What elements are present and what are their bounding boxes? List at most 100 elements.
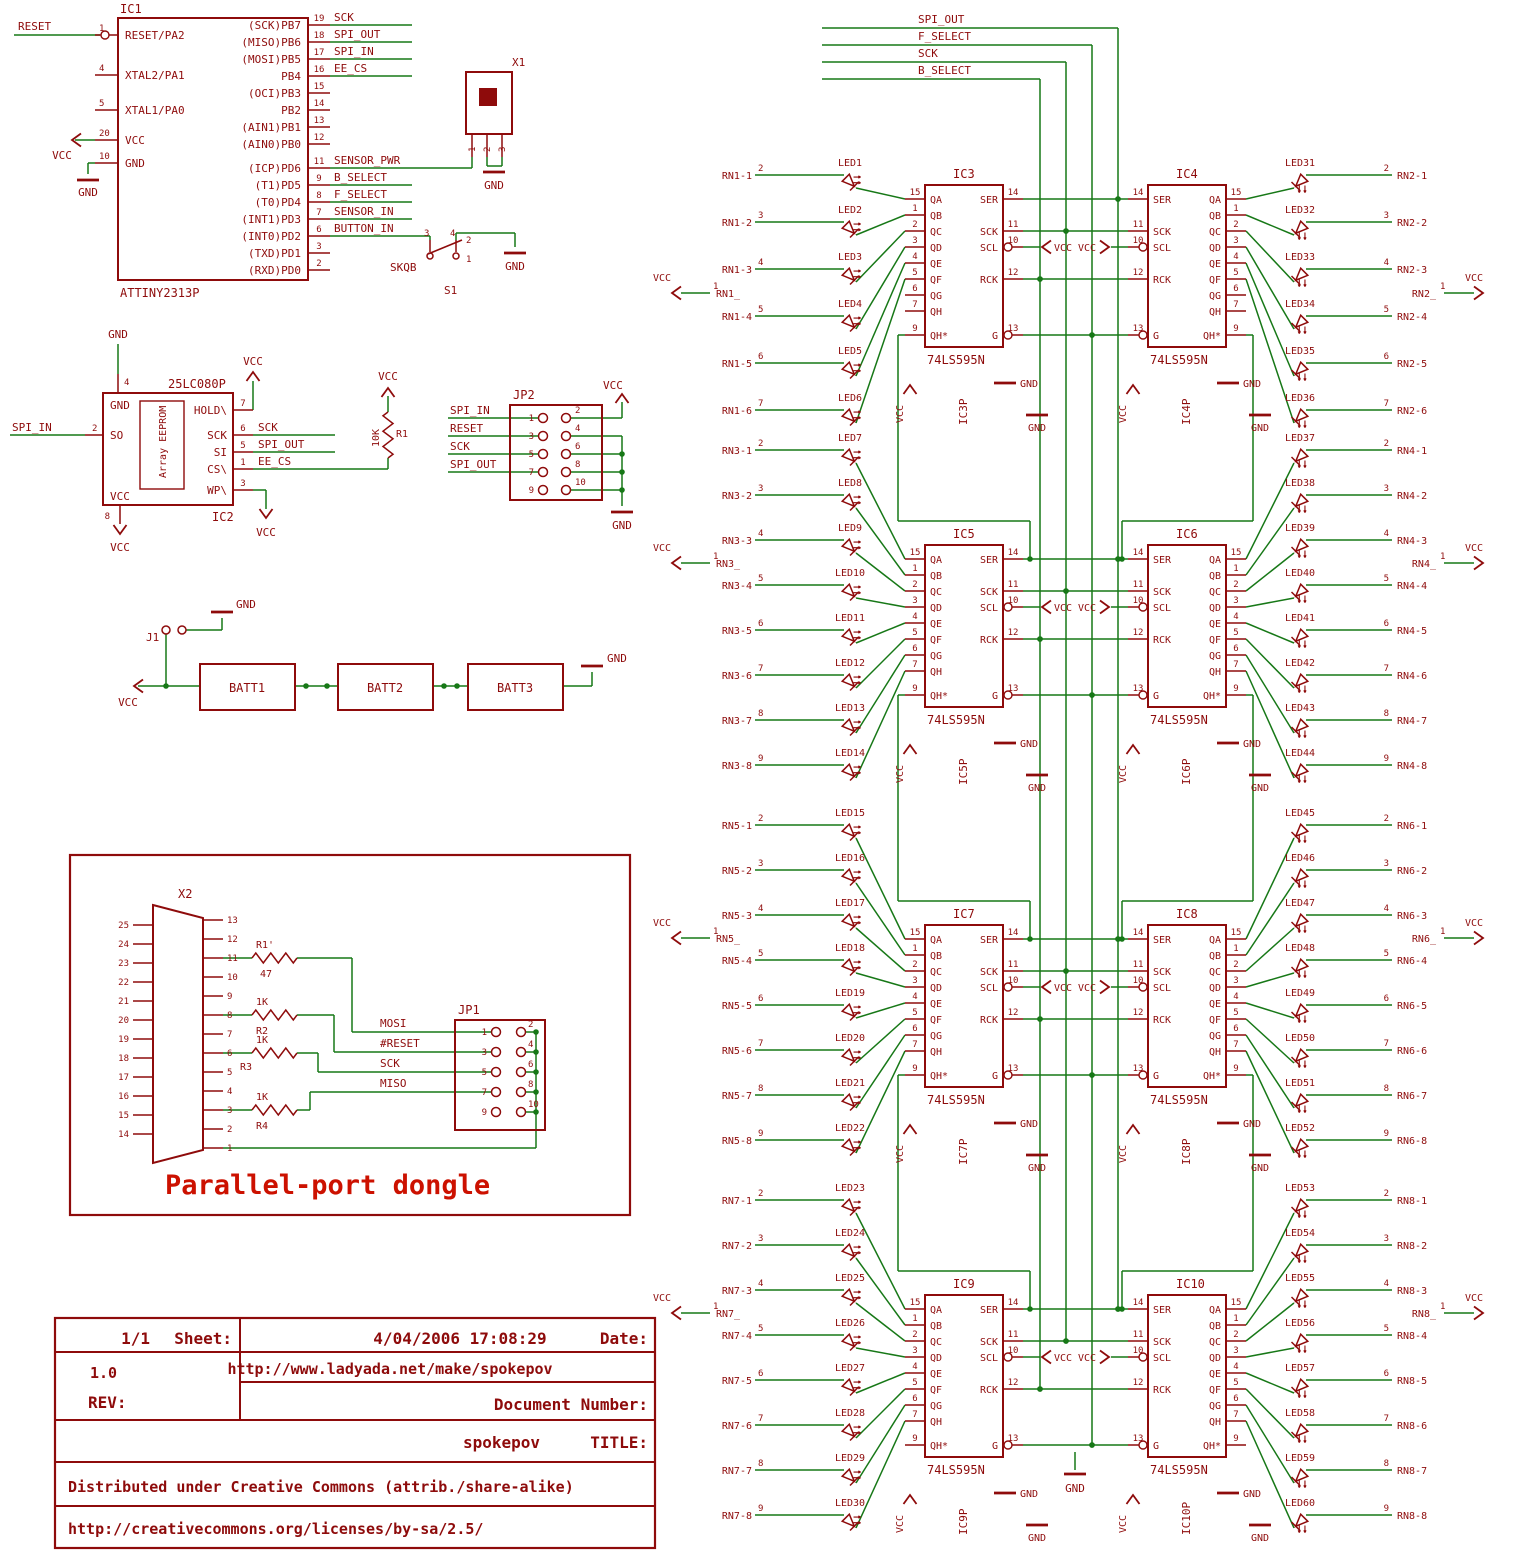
led-symbol	[840, 1137, 861, 1157]
pin-number: 6	[240, 424, 245, 434]
net-label: RN6-4	[1397, 956, 1427, 967]
pin-name: QF	[1209, 1385, 1221, 1396]
pin-name: G	[992, 1071, 998, 1082]
license-line1: Distributed under Creative Commons (attr…	[68, 1478, 574, 1496]
chip-ref: IC5	[953, 527, 975, 541]
pin-name: QD	[930, 1353, 942, 1364]
pin-number: 9	[482, 1108, 487, 1118]
pin-name: QA	[1209, 555, 1221, 566]
net-label: SENSOR_IN	[334, 205, 394, 218]
pin-name: SER	[980, 1305, 999, 1316]
pin-number: 14	[1133, 1298, 1144, 1308]
pin-number: 4	[575, 424, 580, 434]
vcc-label: VCC	[1078, 1353, 1096, 1364]
led-ref: LED11	[835, 613, 865, 624]
net-label: RN5-8	[722, 1136, 752, 1147]
wire	[855, 1257, 906, 1326]
pin-number: 13	[1008, 1064, 1019, 1074]
inverter-bubble	[1138, 330, 1148, 340]
net-label: RN3-4	[722, 581, 752, 592]
led-ref: LED31	[1285, 158, 1315, 169]
pin-number: 4	[1384, 258, 1389, 268]
net-label: RESET	[18, 20, 51, 33]
pin-name: CS\	[207, 463, 227, 476]
pin-number: 4	[912, 612, 917, 622]
pin-number: 4	[99, 64, 104, 74]
junction-dot	[1089, 1072, 1095, 1078]
inverter-bubble	[1003, 1440, 1013, 1450]
pin-number: 6	[758, 1369, 763, 1379]
pin-name: (MOSI)PB5	[241, 53, 301, 66]
pin-number: 8	[1384, 709, 1389, 719]
pin-name: QH*	[1203, 1441, 1221, 1452]
wire	[855, 1212, 906, 1310]
wire	[855, 214, 906, 236]
pin-name: SCL	[980, 603, 998, 614]
jp1-outline	[454, 1019, 546, 1131]
pin-number: 3	[912, 236, 917, 246]
pin-number: 3	[240, 479, 245, 489]
net-label: SCK	[380, 1057, 400, 1070]
chip-power-ref: IC10P	[1180, 1502, 1193, 1535]
jp1-ref: JP1	[458, 1003, 480, 1017]
vcc-arrow	[258, 508, 274, 520]
pin-number: 11	[1008, 1330, 1019, 1340]
inverter-bubble	[1138, 982, 1148, 992]
vcc-label: VCC	[653, 1293, 671, 1304]
vcc-arrow	[1125, 743, 1141, 755]
vcc-label: VCC	[1118, 765, 1129, 783]
jp2-ref: JP2	[513, 388, 535, 402]
wire	[1245, 654, 1295, 734]
gnd-label: GND	[484, 179, 504, 192]
pin-name: (SCK)PB7	[248, 19, 301, 32]
led-symbol	[1290, 672, 1310, 693]
pin-number: 5	[758, 574, 763, 584]
pin-name: QC	[930, 227, 942, 238]
pin-number: 15	[910, 928, 921, 938]
led-ref: LED15	[835, 808, 865, 819]
pin-number: 3	[529, 432, 534, 442]
wire	[1245, 882, 1295, 956]
net-label: RN6-3	[1397, 911, 1427, 922]
vcc-label: VCC	[1054, 603, 1072, 614]
net-label: RN2_	[1412, 289, 1437, 300]
pin-number: 5	[758, 1324, 763, 1334]
pin-number: 11	[1008, 960, 1019, 970]
pin-number: 14	[118, 1130, 129, 1140]
pin-number: 2	[1233, 220, 1238, 230]
net-label: SPI_OUT	[334, 28, 381, 41]
pin-number: 9	[758, 754, 763, 764]
chip-ref: IC3	[953, 167, 975, 181]
wire	[1245, 597, 1295, 608]
pin-number: 7	[227, 1030, 232, 1040]
pin-name: QA	[1209, 195, 1221, 206]
vcc-label: VCC	[1118, 1515, 1129, 1533]
pin-number: 4	[1233, 252, 1238, 262]
pin-number: 2	[466, 236, 471, 246]
led-symbol	[1290, 627, 1310, 648]
led-symbol	[1290, 957, 1310, 978]
pin-number: 13	[1008, 324, 1019, 334]
pin-number: 7	[1233, 300, 1238, 310]
pin-number: 13	[1133, 1434, 1144, 1444]
junction-dot	[1115, 1306, 1121, 1312]
pin-number: 2	[1384, 814, 1389, 824]
pin-name: PB4	[281, 70, 301, 83]
wire	[1245, 1018, 1295, 1064]
led-ref: LED18	[835, 943, 865, 954]
pin-number: 21	[118, 997, 129, 1007]
pin-number: 2	[1384, 439, 1389, 449]
junction-dot	[1037, 1016, 1043, 1022]
led-symbol	[1290, 1242, 1310, 1263]
pin-number: 20	[118, 1016, 129, 1026]
pin-number: 1	[713, 282, 718, 292]
vcc-arrow	[112, 524, 128, 536]
chip-value: 74LS595N	[1150, 1463, 1208, 1477]
led-symbol	[1290, 1047, 1310, 1068]
pin-number: 5	[912, 1378, 917, 1388]
wire	[855, 278, 906, 424]
net-label: RN2-2	[1397, 218, 1427, 229]
pin-number: 5	[1233, 268, 1238, 278]
led-symbol	[840, 627, 861, 647]
pin-pad	[560, 430, 572, 442]
